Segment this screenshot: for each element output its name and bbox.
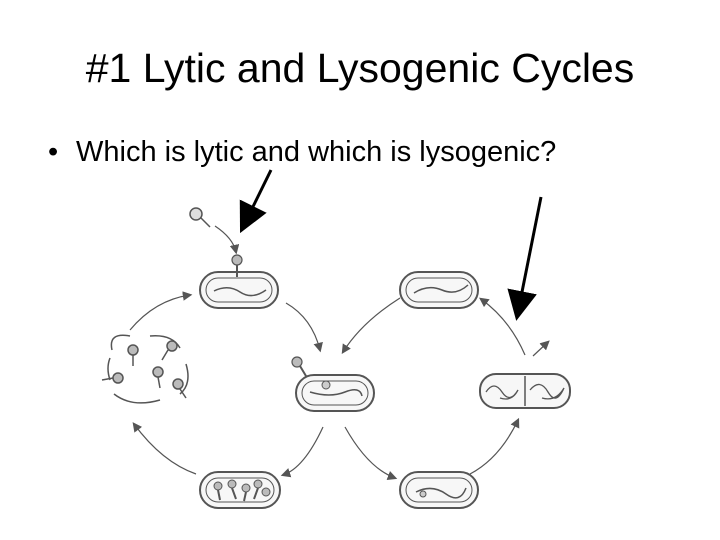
- cell-lysis-icon: [101, 334, 189, 404]
- pointer-arrow-left: [239, 169, 273, 234]
- cell-assembly-icon: [199, 471, 281, 509]
- pointer-arrow-right: [507, 196, 543, 321]
- cell-division-icon: [479, 373, 571, 409]
- bullet-text: Which is lytic and which is lysogenic?: [76, 136, 557, 168]
- cell-attachment-icon: [199, 254, 279, 309]
- phage-free-icon: [189, 207, 211, 228]
- cell-lysogen-icon: [399, 471, 479, 509]
- bullet-mark: •: [48, 136, 59, 168]
- cell-injection-icon: [291, 356, 375, 412]
- cycle-arrows: [129, 225, 550, 480]
- bullet-item: • Which is lytic and which is lysogenic?: [48, 134, 556, 170]
- cell-prophage-icon: [399, 271, 479, 309]
- slide-title: #1 Lytic and Lysogenic Cycles: [85, 45, 635, 91]
- bullet-list: • Which is lytic and which is lysogenic?: [48, 134, 556, 170]
